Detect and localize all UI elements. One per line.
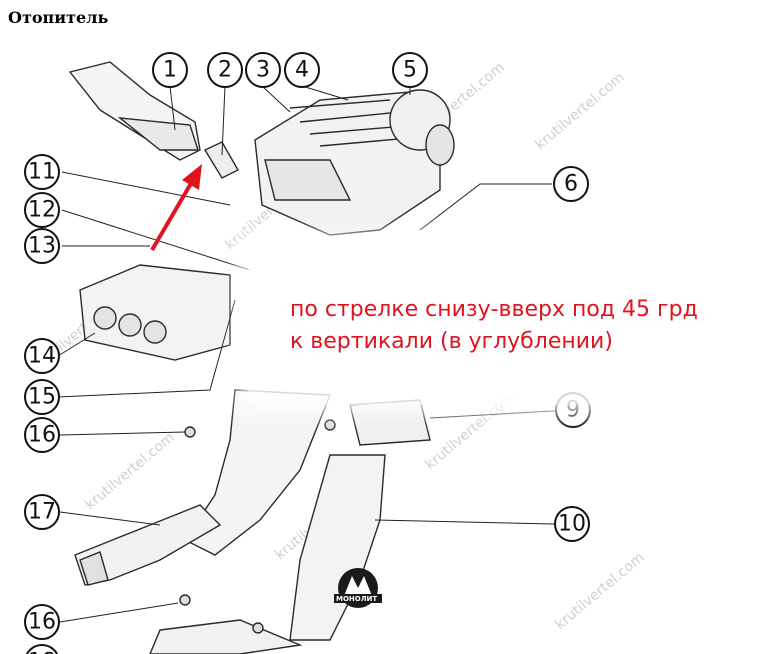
svg-text:12: 12 [28, 198, 56, 223]
annotation-note: по стрелке снизу-вверх под 45 грд к верт… [290, 294, 698, 358]
page-title: Отопитель [8, 8, 109, 27]
callout-5: 5 [392, 52, 428, 88]
blur-overlay [248, 243, 758, 405]
svg-text:3: 3 [256, 58, 270, 83]
watermark: krutilvertel.com [82, 429, 177, 513]
svg-text:14: 14 [28, 344, 56, 369]
annotation-arrow [150, 164, 202, 252]
svg-text:4: 4 [295, 58, 309, 83]
svg-text:2: 2 [218, 58, 232, 83]
callout-12: 12 [24, 192, 60, 228]
callout-4: 4 [284, 52, 320, 88]
svg-text:МОНОЛИТ: МОНОЛИТ [336, 595, 377, 603]
line-art [68, 61, 455, 654]
callout-6: 6 [553, 166, 589, 202]
svg-text:16: 16 [28, 423, 56, 448]
callout-16b: 16 [24, 604, 60, 640]
callout-13: 13 [24, 228, 60, 264]
svg-text:18: 18 [28, 650, 56, 654]
svg-text:5: 5 [403, 58, 417, 83]
svg-text:15: 15 [28, 385, 56, 410]
watermark: krutilvertel.com [552, 549, 647, 633]
annotation-note-line-2: к вертикали (в углублении) [290, 329, 613, 354]
callout-18: 18 [25, 644, 59, 654]
annotation-note-line-1: по стрелке снизу-вверх под 45 грд [290, 297, 698, 322]
callouts: 1 2 3 4 5 6 9 10 11 12 13 14 15 16 17 16… [24, 52, 591, 654]
callout-10: 10 [554, 506, 590, 542]
svg-text:16: 16 [28, 610, 56, 635]
callout-3: 3 [245, 52, 281, 88]
callout-11: 11 [24, 154, 60, 190]
svg-text:10: 10 [558, 512, 586, 537]
svg-text:11: 11 [28, 160, 56, 185]
svg-text:6: 6 [564, 172, 578, 197]
svg-text:13: 13 [28, 234, 56, 259]
callout-2: 2 [207, 52, 243, 88]
callout-1: 1 [152, 52, 188, 88]
callout-17: 17 [24, 494, 60, 530]
watermark: krutilvertel.com [532, 69, 627, 153]
svg-text:17: 17 [28, 500, 56, 525]
monolit-logo: МОНОЛИТ [334, 568, 382, 608]
callout-15: 15 [24, 379, 60, 415]
callout-14: 14 [24, 338, 60, 374]
leader-lines [57, 85, 571, 623]
callout-16: 16 [24, 417, 60, 453]
svg-text:1: 1 [163, 58, 177, 83]
